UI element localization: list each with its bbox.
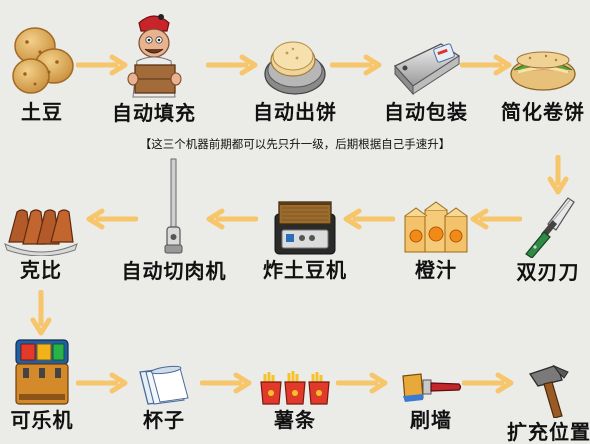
double-blade-knife-icon: [518, 192, 578, 259]
step-potato-fryer: 炸土豆机: [250, 196, 360, 282]
upgrade-note: 【这三个机器前期都可以先只升一级，后期根据自己手速升】: [139, 137, 451, 151]
step-label: 自动切肉机: [121, 259, 227, 283]
paint-brush-icon: [399, 366, 463, 406]
step-kebbeh: 克比: [0, 204, 96, 282]
step-label: 克比: [20, 258, 62, 282]
arrow-right-icon: [336, 372, 388, 394]
step-label: 自动包装: [384, 100, 468, 124]
french-fries-icon: [259, 370, 331, 406]
step-simple-wrap: 简化卷饼: [488, 38, 590, 124]
arrow-right-icon: [330, 54, 382, 76]
step-expand-seats: 扩充位置: [494, 362, 590, 444]
arrow-left-icon: [86, 208, 138, 230]
step-fries: 薯条: [240, 370, 350, 432]
step-label: 扩充位置: [507, 420, 590, 444]
step-cups: 杯子: [109, 364, 219, 432]
wrapping-machine-icon: [389, 36, 463, 98]
burrito-icon: [508, 38, 578, 98]
step-label: 双刃刀: [516, 260, 580, 284]
plastic-cups-icon: [136, 364, 192, 406]
step-label: 刷墙: [410, 408, 452, 432]
step-potato: 土豆: [0, 24, 97, 124]
step-paint-wall: 刷墙: [376, 366, 486, 432]
arrow-down-icon: [547, 155, 569, 195]
arrow-left-icon: [343, 208, 395, 230]
flatbread-stack-icon: [263, 36, 327, 98]
step-orange-juice: 橙汁: [381, 200, 491, 282]
hammer-icon: [524, 362, 574, 419]
arrow-right-icon: [206, 54, 258, 76]
step-label: 简化卷饼: [501, 100, 585, 124]
potato-icon: [7, 24, 77, 98]
step-label: 橙汁: [415, 258, 457, 282]
step-label: 炸土豆机: [263, 258, 347, 282]
deep-fryer-icon: [272, 196, 338, 256]
arrow-right-icon: [462, 372, 514, 394]
step-auto-fill: 自动填充: [99, 9, 209, 125]
step-label: 土豆: [21, 100, 63, 124]
arrow-right-icon: [460, 54, 512, 76]
arrow-right-icon: [76, 372, 128, 394]
soda-machine-icon: [13, 338, 71, 406]
orange-juice-boxes-icon: [401, 200, 471, 256]
step-label: 杯子: [143, 408, 185, 432]
step-label: 自动出饼: [253, 100, 337, 124]
step-double-blade: 双刃刀: [493, 192, 590, 284]
arrow-left-icon: [470, 208, 522, 230]
step-label: 自动填充: [112, 101, 196, 125]
arrow-left-icon: [206, 208, 258, 230]
step-cola-machine: 可乐机: [0, 338, 97, 432]
arrow-right-icon: [200, 372, 252, 394]
step-auto-pack: 自动包装: [371, 36, 481, 124]
step-auto-slicer: 自动切肉机: [119, 157, 229, 283]
arrow-right-icon: [76, 54, 128, 76]
step-label: 薯条: [274, 408, 316, 432]
meat-slicer-pole-icon: [159, 157, 189, 257]
step-label: 可乐机: [10, 408, 74, 432]
arrow-down-icon: [30, 290, 52, 336]
chef-with-box-icon: [119, 9, 189, 99]
step-auto-bread: 自动出饼: [240, 36, 350, 124]
kebbeh-icon: [3, 204, 79, 257]
